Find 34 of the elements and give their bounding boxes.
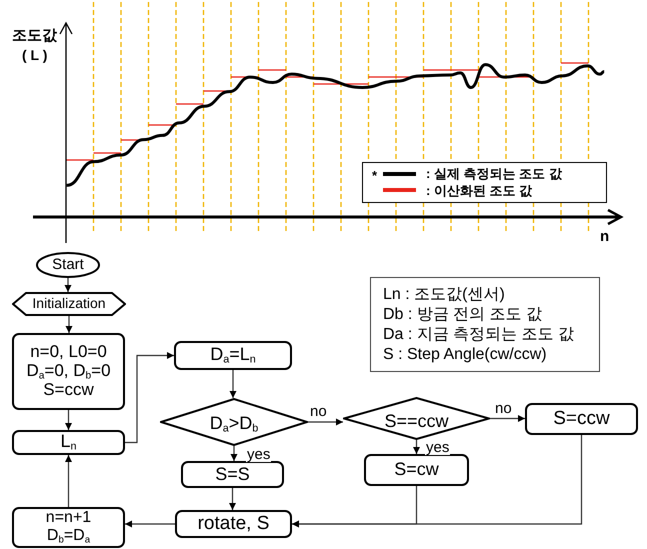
decision-diamond: S==ccw	[343, 397, 490, 440]
note-text: Ln : 조도값(센서)	[383, 284, 505, 304]
arrow	[65, 455, 72, 507]
arrow	[64, 278, 72, 292]
terminator-oval: Start	[36, 252, 100, 278]
arrow	[65, 410, 72, 430]
decision-diamond: D$_{a}$>D$_{b}$	[160, 398, 308, 446]
note-text: Da : 지금 측정되는 조도 값	[383, 324, 574, 344]
arrow	[230, 370, 236, 398]
preparation-hexagon: Initialization	[12, 292, 126, 316]
arrow	[308, 418, 343, 426]
arrow	[292, 435, 582, 528]
process-box: L$_{n}$	[12, 430, 125, 455]
axis-label: 조도값	[12, 26, 57, 45]
arrow	[125, 520, 175, 528]
process-box: rotate, S	[175, 510, 292, 538]
arrow	[125, 352, 174, 444]
legend-text: : 실제 측정되는 조도 값	[426, 165, 562, 183]
arrow	[413, 440, 420, 454]
note-text: S : Step Angle(cw/ccw)	[383, 344, 547, 364]
arrow	[490, 415, 525, 422]
process-box: n=0, L0=0 D$_{a}$=0, D$_{b}$=0 S=ccw	[12, 333, 125, 410]
note-text: Db : 방금 전의 조도 값	[383, 304, 542, 324]
process-box: S=cw	[364, 454, 469, 486]
process-box: S=ccw	[525, 403, 638, 435]
axis-label: ( L )	[22, 47, 48, 63]
legend-text: : 이산화된 조도 값	[426, 182, 532, 200]
process-box: D$_{a}$=L$_{n}$	[174, 341, 292, 370]
arrow	[229, 488, 236, 510]
process-box: S=S	[181, 461, 284, 488]
process-box: n=n+1 D$_{b}$=D$_{a}$	[12, 507, 125, 548]
arrow	[66, 316, 72, 333]
note-box	[370, 277, 600, 372]
arrow	[230, 446, 238, 461]
